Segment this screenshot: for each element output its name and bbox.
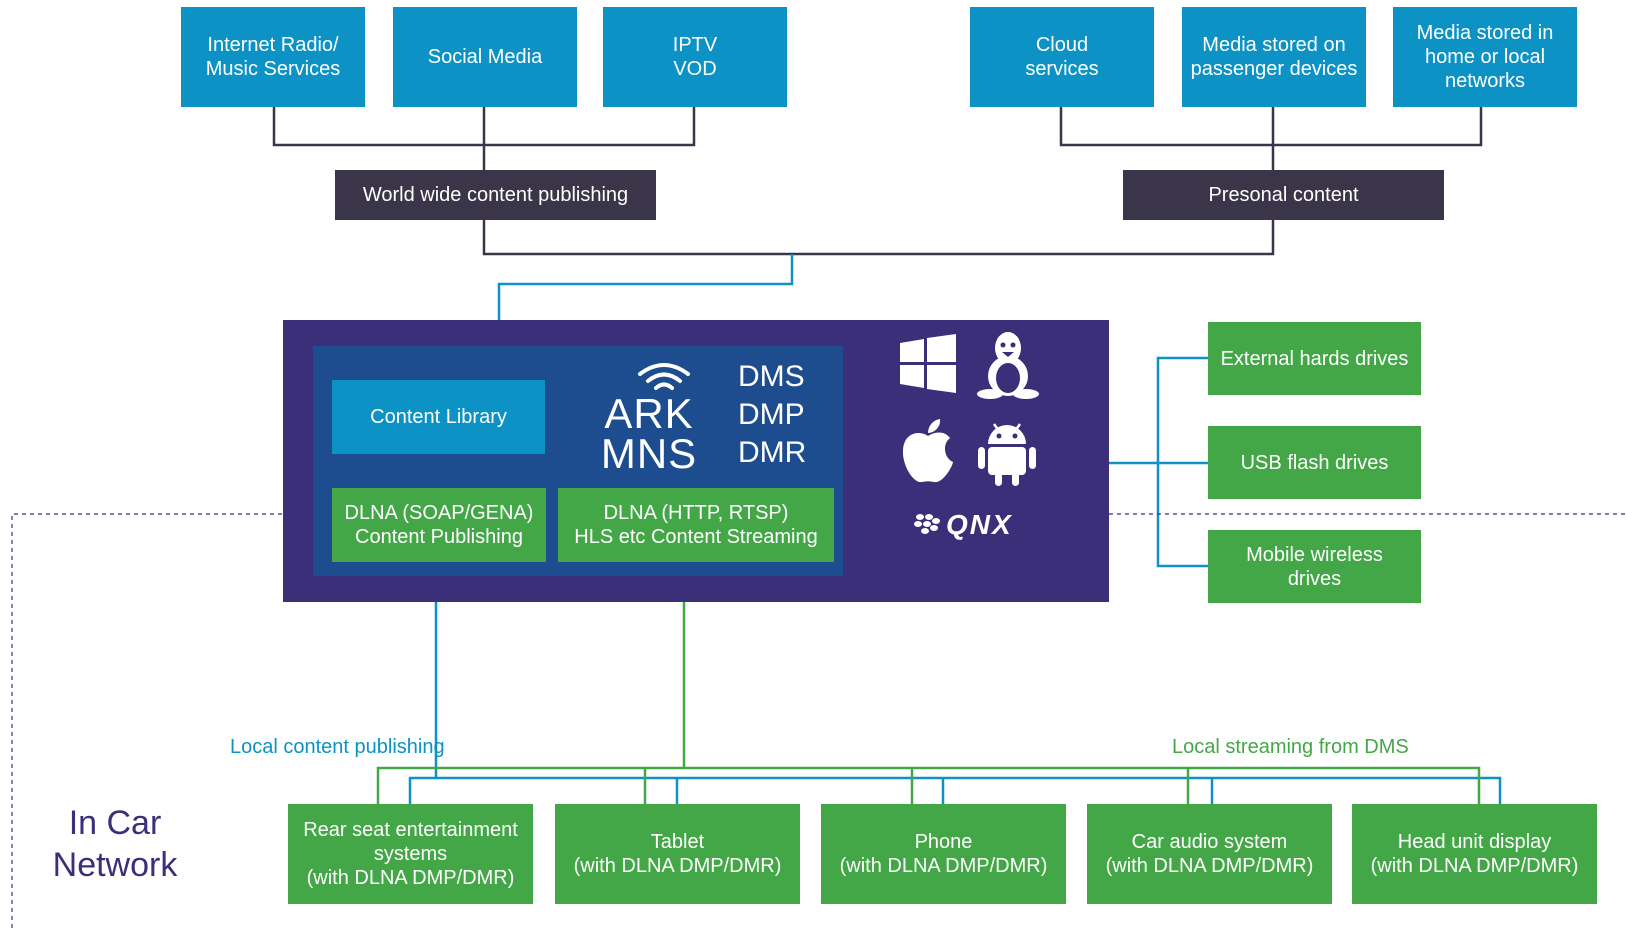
source-cloud: Cloud services <box>970 7 1154 107</box>
source-cloud-label: Cloud services <box>1025 34 1099 80</box>
device-car-audio-label: Car audio system (with DLNA DMP/DMR) <box>1105 831 1314 877</box>
role-dmr: DMR <box>738 436 807 469</box>
role-dmp: DMP <box>738 398 805 431</box>
hub-personal-content: Presonal content <box>1123 170 1444 220</box>
source-passenger-devices: Media stored on passenger devices <box>1182 7 1366 107</box>
device-tablet-label: Tablet (with DLNA DMP/DMR) <box>573 831 782 877</box>
ark-logo-line1: ARK <box>604 390 694 437</box>
dlna-streaming-label: DLNA (HTTP, RTSP) HLS etc Content Stream… <box>574 502 818 548</box>
source-social-media-label: Social Media <box>427 46 543 68</box>
source-internet-radio: Internet Radio/ Music Services <box>181 7 365 107</box>
storage-external-drives: External hards drives <box>1208 322 1421 395</box>
role-dms: DMS <box>738 360 805 393</box>
source-passenger-devices-label: Media stored on passenger devices <box>1190 34 1358 80</box>
hub-world-wide-label: World wide content publishing <box>362 184 629 206</box>
blackberry-icon <box>914 514 940 534</box>
device-car-audio: Car audio system (with DLNA DMP/DMR) <box>1087 804 1332 904</box>
hub-personal-label: Presonal content <box>1208 184 1359 206</box>
label-in-car-network: In Car Network <box>52 804 178 884</box>
source-social-media: Social Media <box>393 7 577 107</box>
android-icon <box>978 423 1036 486</box>
storage-usb-drives: USB flash drives <box>1208 426 1421 499</box>
device-tablet: Tablet (with DLNA DMP/DMR) <box>555 804 800 904</box>
source-iptv: IPTV VOD <box>603 7 787 107</box>
dlna-streaming: DLNA (HTTP, RTSP) HLS etc Content Stream… <box>558 488 834 562</box>
qnx-logo-text: QNX <box>946 509 1013 540</box>
device-rear-seat-label: Rear seat entertainment systems (with DL… <box>303 819 518 889</box>
source-internet-radio-label: Internet Radio/ Music Services <box>205 34 341 80</box>
storage-external-label: External hards drives <box>1220 347 1409 370</box>
source-home-networks: Media stored in home or local networks <box>1393 7 1577 107</box>
ark-mns-logo: ARK MNS <box>594 390 704 477</box>
dlna-publishing-label: DLNA (SOAP/GENA) Content Publishing <box>344 502 534 548</box>
wifi-icon <box>638 363 690 390</box>
qnx-logo: QNX <box>914 508 1044 542</box>
device-phone-label: Phone (with DLNA DMP/DMR) <box>839 831 1048 877</box>
storage-mobile-drives: Mobile wireless drives <box>1208 530 1421 603</box>
source-home-networks-label: Media stored in home or local networks <box>1416 22 1554 92</box>
dlna-publishing: DLNA (SOAP/GENA) Content Publishing <box>332 488 546 562</box>
linux-icon <box>977 332 1039 399</box>
label-local-streaming: Local streaming from DMS <box>1172 736 1409 758</box>
hub-world-wide-publishing: World wide content publishing <box>335 170 656 220</box>
device-head-unit-label: Head unit display (with DLNA DMP/DMR) <box>1370 831 1579 877</box>
content-library-label: Content Library <box>370 406 507 428</box>
device-rear-seat: Rear seat entertainment systems (with DL… <box>288 804 533 904</box>
windows-icon <box>900 334 956 393</box>
dlna-roles: DMS DMP DMR <box>738 358 806 472</box>
source-iptv-label: IPTV VOD <box>672 34 718 80</box>
storage-usb-label: USB flash drives <box>1240 451 1389 474</box>
label-local-publishing: Local content publishing <box>230 736 445 758</box>
device-phone: Phone (with DLNA DMP/DMR) <box>821 804 1066 904</box>
storage-mobile-label: Mobile wireless drives <box>1246 543 1383 590</box>
ark-logo-line2: MNS <box>600 430 698 477</box>
device-head-unit: Head unit display (with DLNA DMP/DMR) <box>1352 804 1597 904</box>
apple-icon <box>902 419 953 483</box>
content-library: Content Library <box>332 380 545 454</box>
